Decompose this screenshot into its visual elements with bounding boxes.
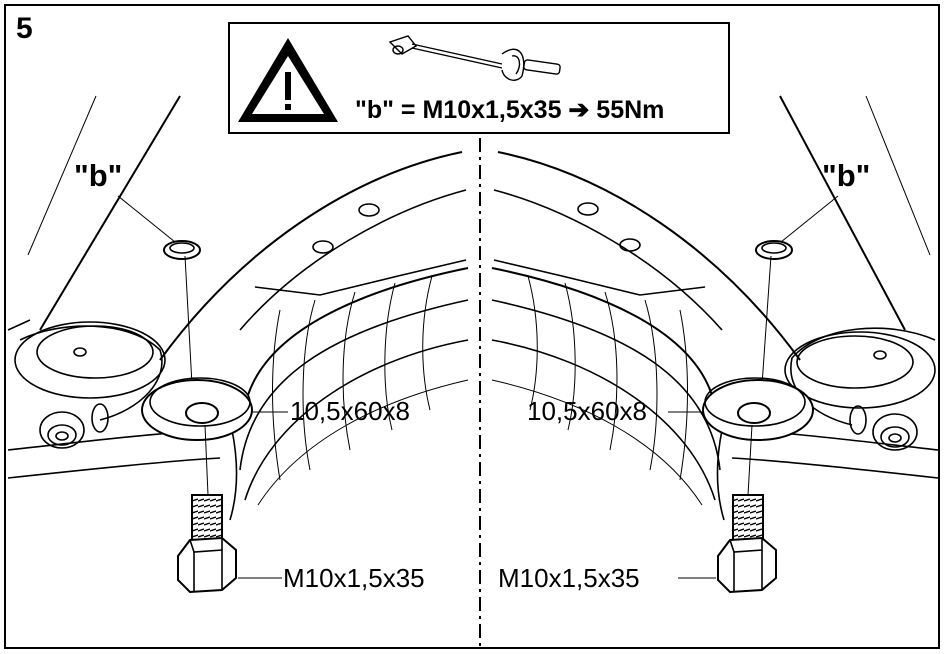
- torque-wrench-icon: [388, 35, 561, 81]
- warning-triangle-icon: [238, 38, 338, 122]
- warning-graphics: [238, 35, 561, 122]
- bolt-label-right: M10x1,5x35: [498, 563, 640, 593]
- step-number: 5: [16, 12, 33, 45]
- torque-warning-box: [228, 22, 730, 134]
- point-b-label-left: "b": [74, 158, 123, 193]
- washer-label-right: 10,5x60x8: [527, 396, 647, 426]
- right-view: [491, 95, 939, 594]
- washer-label-left: 10,5x60x8: [290, 396, 410, 426]
- left-view: [7, 95, 469, 594]
- bolt-label-left: M10x1,5x35: [283, 563, 425, 593]
- point-b-label-right: "b": [822, 158, 871, 193]
- torque-spec-text: "b" = M10x1,5x35 ➔ 55Nm: [355, 96, 665, 124]
